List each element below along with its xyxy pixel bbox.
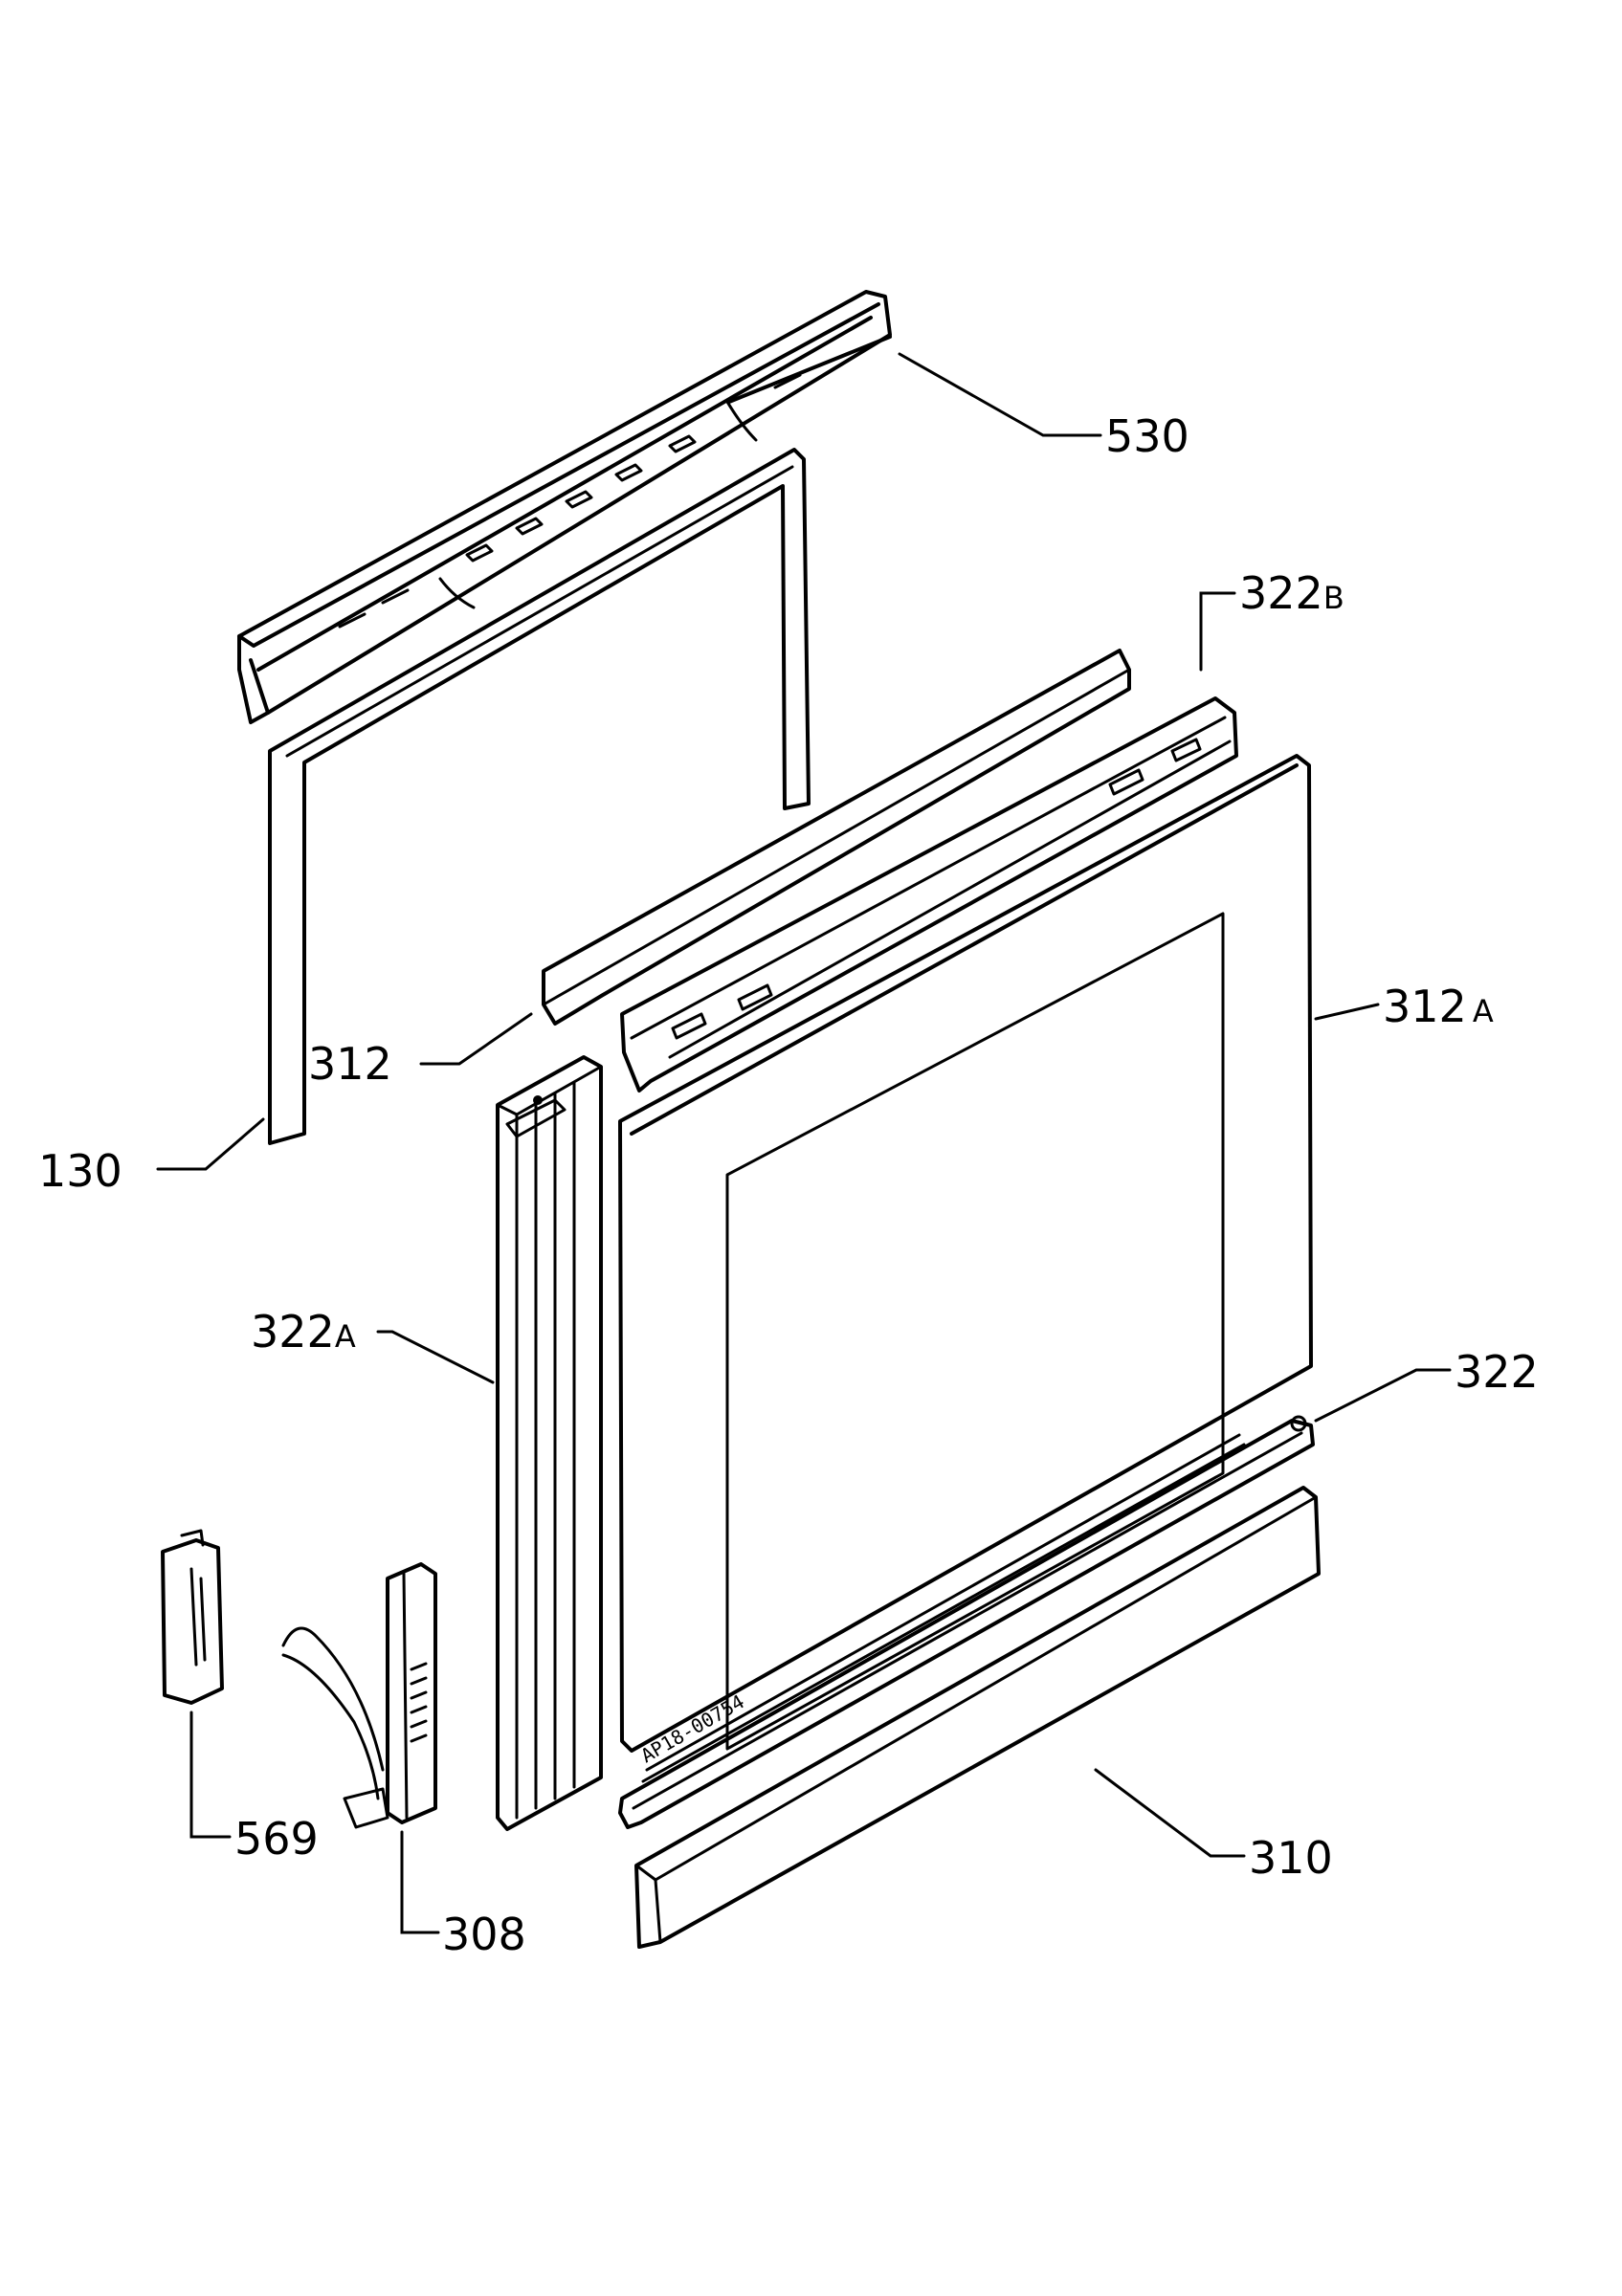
callout-308: 308 <box>442 1909 526 1960</box>
leader-312a <box>1314 1003 1380 1021</box>
leader-322 <box>1314 1368 1452 1423</box>
leader-lines <box>156 352 1452 1934</box>
leader-308 <box>400 1830 440 1934</box>
callout-322b: 322B <box>1239 567 1344 619</box>
part-530-top-rail <box>237 290 892 724</box>
part-312-inner-glass <box>542 649 1131 1026</box>
callout-310: 310 <box>1249 1832 1333 1884</box>
part-308-hinge <box>281 1562 437 1829</box>
leader-322a <box>376 1330 495 1384</box>
leader-569 <box>189 1711 232 1839</box>
callout-322: 322 <box>1455 1346 1539 1398</box>
part-130-gasket-frame <box>268 448 811 1145</box>
callout-569: 569 <box>234 1813 319 1865</box>
part-322a-side-profile <box>496 1055 603 1831</box>
part-322-bottom-profile <box>618 1415 1315 1829</box>
part-312a-outer-glass <box>618 754 1313 1753</box>
part-569-block <box>161 1529 224 1705</box>
part-310-handle-trim <box>634 1486 1321 1949</box>
part-stamp-code: AP18-00754 <box>637 1689 748 1767</box>
leader-322b <box>1199 591 1236 672</box>
leader-312 <box>419 1012 533 1066</box>
leader-530 <box>898 352 1102 437</box>
leader-130 <box>156 1117 265 1171</box>
callout-312: 312 <box>308 1038 392 1090</box>
callout-322a: 322A <box>251 1306 356 1358</box>
part-322b-top-profile <box>620 696 1238 1093</box>
callout-130: 130 <box>38 1145 122 1197</box>
leader-310 <box>1094 1768 1246 1858</box>
callout-530: 530 <box>1105 410 1189 462</box>
